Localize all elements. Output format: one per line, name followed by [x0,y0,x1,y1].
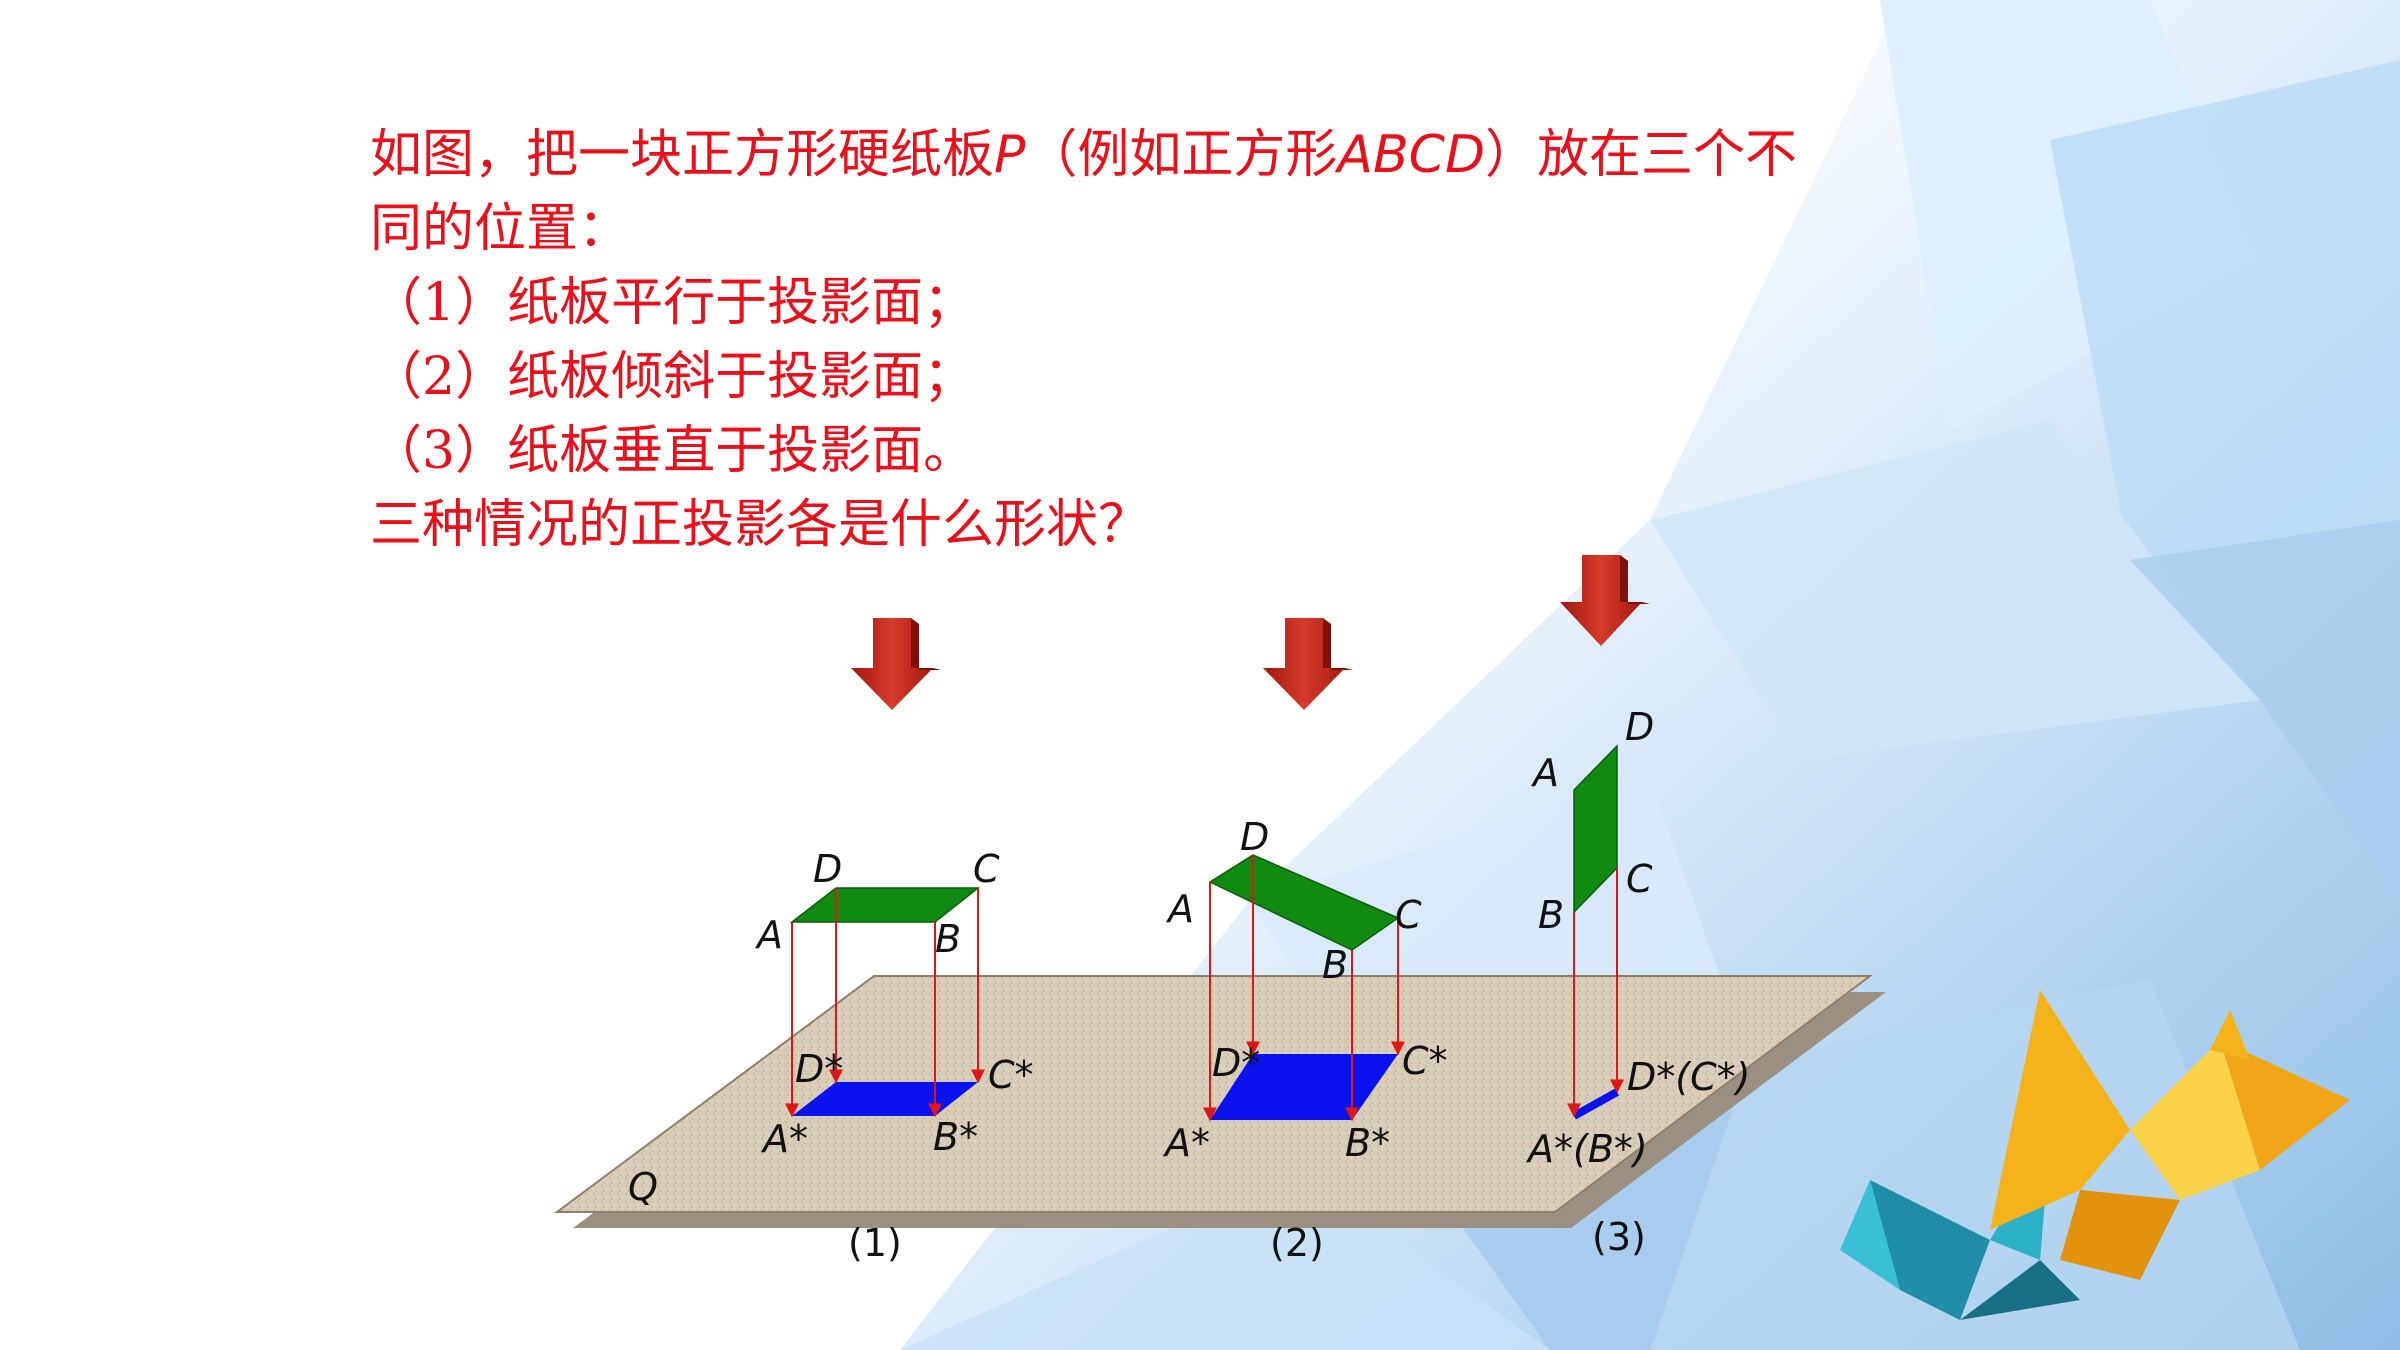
case-3-label-b: B [1538,893,1564,937]
case-3-label-dc-star: D*(C*) [1627,1055,1750,1099]
board-name-p: P [994,125,1026,185]
case-2-label-d: D [1240,815,1269,859]
case-3-diagram [1567,744,1624,1120]
case-1-label-a: A [754,913,783,957]
case-3-shadow-segment [1572,1088,1619,1120]
case-3-caption: (3) [1592,1215,1646,1259]
problem-statement: 如图，把一块正方形硬纸板P（例如正方形ABCD）放在三个不 同的位置： （1）纸… [370,118,2050,562]
case-1-label-b: B [935,917,961,961]
case-3-label-a: A [1530,751,1559,795]
problem-text: （例如正方形 [1025,125,1338,185]
case-2-label-a: A [1165,887,1194,931]
problem-line-2: 同的位置： [370,199,631,259]
case-1-diagram [785,887,985,1118]
projection-arrow-2 [1263,618,1353,710]
case-3-label-c: C [1626,857,1653,901]
case-1-label-a-star: A* [760,1117,808,1161]
case-2-label-a-star: A* [1162,1121,1210,1165]
problem-text: ）放在三个不 [1485,125,1798,185]
case-2-label-c: C [1395,893,1422,937]
case-3-label-ab-star: A*(B*) [1525,1127,1648,1171]
problem-item-2: （2）纸板倾斜于投影面； [370,347,976,407]
case-1-label-d-star: D* [795,1047,843,1091]
problem-item-3: （3）纸板垂直于投影面。 [370,421,976,481]
problem-text: 如图，把一块正方形硬纸板 [370,125,995,185]
case-1-caption: (1) [848,1221,902,1265]
case-2-caption: (2) [1270,1221,1324,1265]
case-3-label-d: D [1625,705,1654,749]
case-1-label-b-star: B* [933,1115,978,1159]
case-2-label-b: B [1322,943,1348,987]
case-1-label-d: D [813,847,842,891]
case-1-label-c-star: C* [988,1053,1034,1097]
case-2-label-b-star: B* [1345,1121,1390,1165]
case-2-label-d-star: D* [1212,1041,1260,1085]
paper-crane-yellow [1990,990,2350,1280]
case-2-label-c-star: C* [1402,1039,1448,1083]
case-2-diagram [1203,854,1405,1122]
plane-label-q: Q [628,1165,658,1209]
problem-question: 三种情况的正投影各是什么形状？ [370,495,1151,555]
square-name-abcd: ABCD [1337,125,1485,185]
projection-arrow-3 [1560,555,1650,646]
case-1-label-c: C [973,847,1000,891]
problem-item-1: （1）纸板平行于投影面； [370,273,976,333]
projection-arrow-1 [851,618,941,710]
problem-line-1: 如图，把一块正方形硬纸板P（例如正方形ABCD）放在三个不 [370,118,2050,192]
